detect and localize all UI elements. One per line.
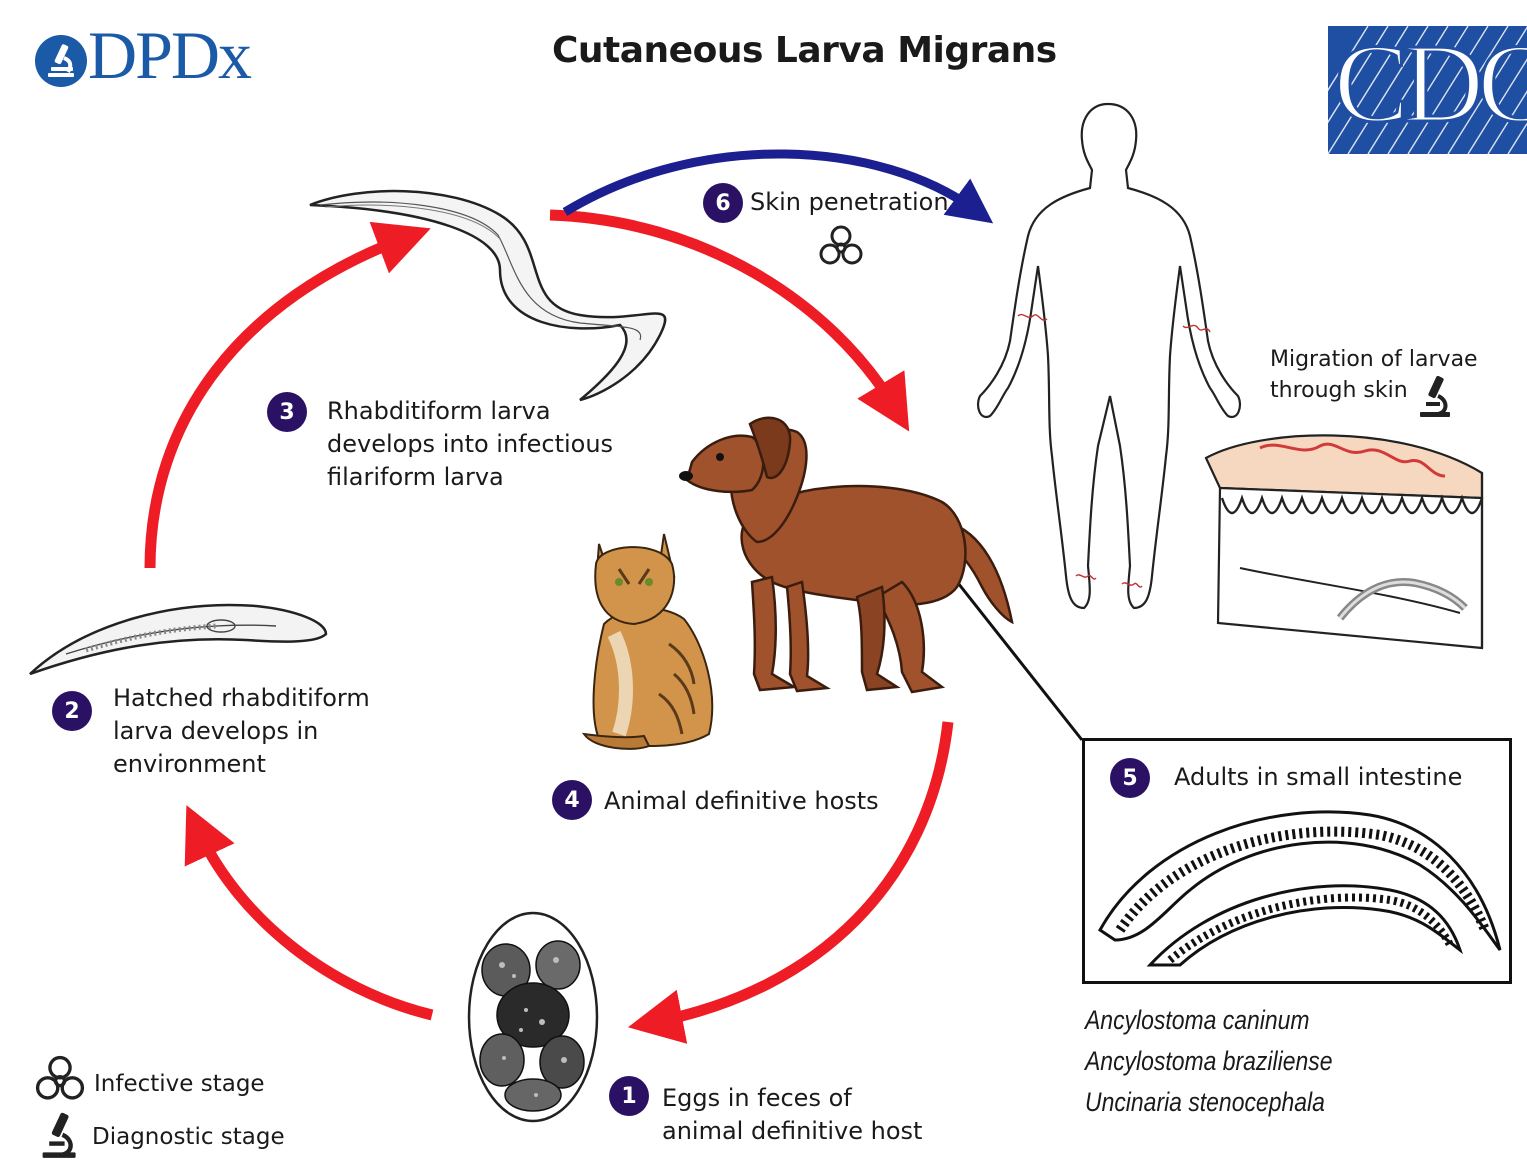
rhabditiform-larva-illustration	[26, 592, 336, 682]
migration-label-line: Migration of larvae	[1270, 344, 1478, 375]
legend-biohazard-icon	[32, 1052, 88, 1108]
species-item: Uncinaria stenocephala	[1085, 1082, 1332, 1123]
egg-illustration	[466, 910, 600, 1125]
stage-1-label-line: Eggs in feces of	[662, 1082, 922, 1115]
stage-1-label-line: animal definitive host	[662, 1115, 922, 1148]
stage-4-badge: 4	[552, 780, 592, 820]
stage-3-label: Rhabditiform larva develops into infecti…	[327, 395, 613, 494]
stage-1-label: Eggs in feces of animal definitive host	[662, 1082, 922, 1148]
stage-3-label-line: filariform larva	[327, 461, 613, 494]
stage-2-label-line: Hatched rhabditiform	[113, 682, 370, 715]
stage-5-badge: 5	[1110, 758, 1150, 798]
species-item: Ancylostoma caninum	[1085, 1000, 1332, 1041]
stage-6-biohazard-icon	[816, 222, 866, 272]
legend-infective-label: Infective stage	[94, 1071, 265, 1097]
stage-1-badge: 1	[609, 1076, 649, 1116]
legend-microscope-icon	[36, 1110, 80, 1164]
stage-4-label: Animal definitive hosts	[604, 785, 879, 818]
stage-2-label-line: larva develops in	[113, 715, 370, 748]
stage-6-badge: 6	[703, 183, 743, 223]
species-item: Ancylostoma braziliense	[1085, 1041, 1332, 1082]
stage-2-badge: 2	[52, 691, 92, 731]
skin-cross-section-illustration	[1200, 418, 1500, 658]
cat-illustration	[574, 524, 724, 754]
stage-5-label-line: Adults in small intestine	[1174, 761, 1462, 794]
filariform-larva-illustration	[300, 175, 680, 415]
stage-6-label: Skin penetration	[750, 186, 949, 219]
stage-2-label-line: environment	[113, 748, 370, 781]
stage-3-label-line: Rhabditiform larva	[327, 395, 613, 428]
legend-diagnostic-label: Diagnostic stage	[92, 1124, 285, 1150]
stage-3-badge: 3	[267, 392, 307, 432]
stage-6-label-line: Skin penetration	[750, 186, 949, 219]
species-list: Ancylostoma caninum Ancylostoma brazilie…	[1085, 1000, 1332, 1123]
arrow-stage1-to-stage2	[198, 830, 432, 1015]
stage-3-label-line: develops into infectious	[327, 428, 613, 461]
stage-5-label: Adults in small intestine	[1174, 761, 1462, 794]
adult-worms-illustration	[1090, 800, 1505, 980]
migration-microscope-icon	[1414, 374, 1454, 422]
stage-2-label: Hatched rhabditiform larva develops in e…	[113, 682, 370, 781]
stage-4-label-line: Animal definitive hosts	[604, 785, 879, 818]
arrow-stage4-to-stage1	[655, 722, 948, 1022]
